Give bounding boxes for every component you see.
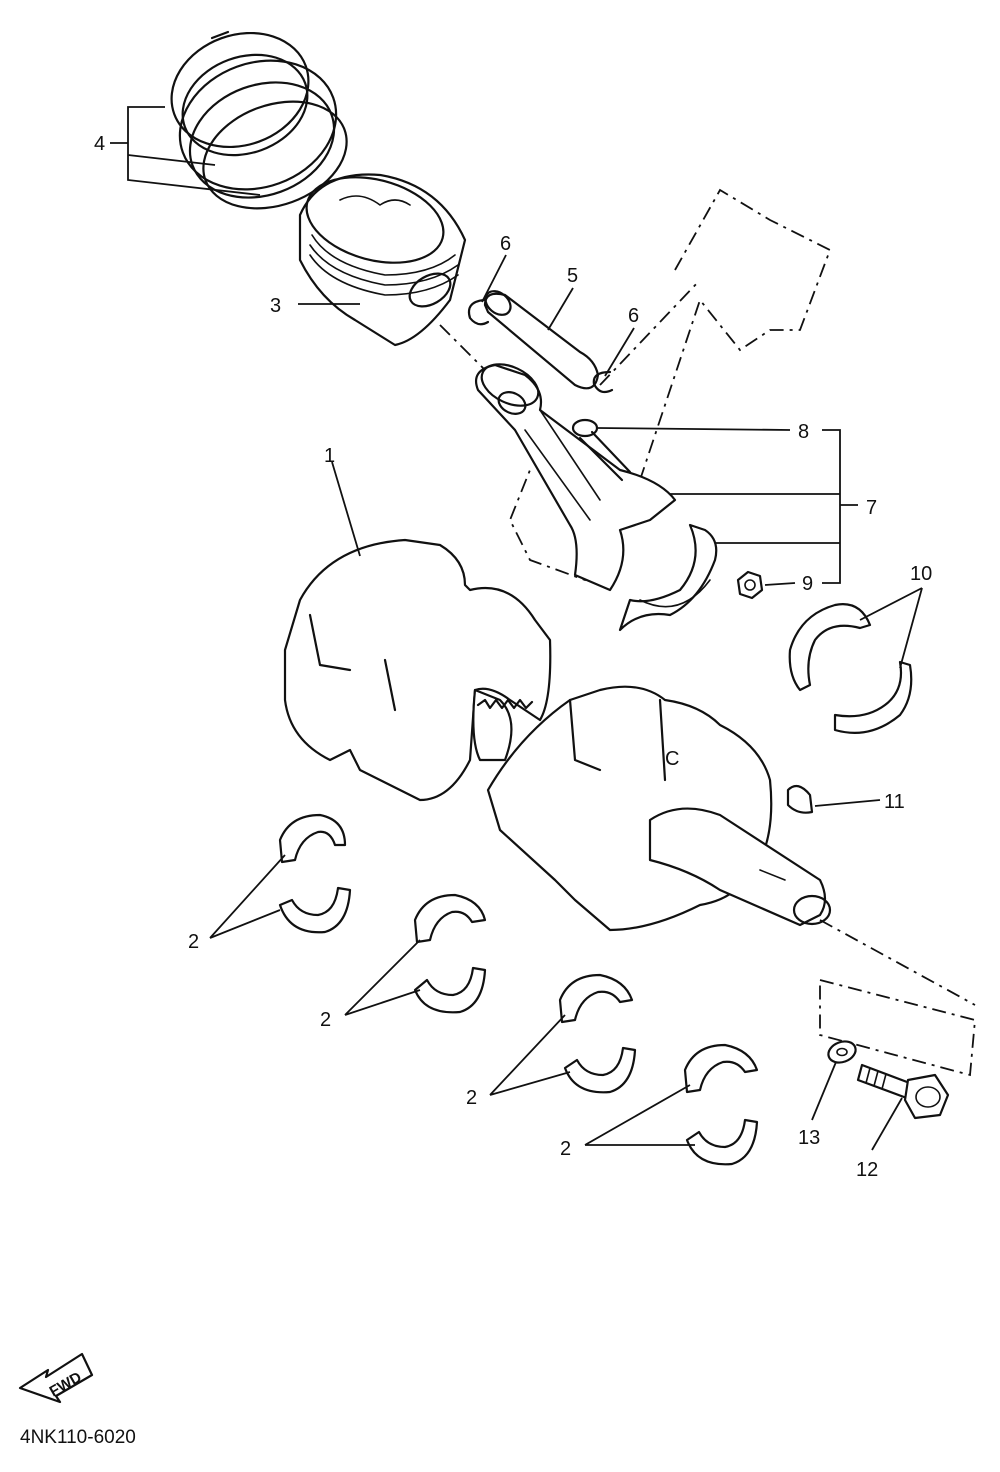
callout-3: 3 (270, 295, 281, 317)
diagram-code: 4NK110-6020 (20, 1427, 136, 1448)
crankshaft: C (283, 538, 832, 932)
callout-4: 4 (94, 133, 105, 155)
main-bearing-set-c (558, 973, 637, 1094)
crankshaft-bolt (856, 1063, 950, 1120)
washer (827, 1040, 857, 1064)
svg-text:C: C (665, 748, 679, 770)
piston (298, 173, 467, 347)
fwd-arrow-icon: FWD (18, 1352, 94, 1404)
circlip-6-left (467, 298, 490, 326)
crank-bolt-washer-box (819, 978, 976, 1077)
callout-2b: 2 (320, 1009, 331, 1031)
leader-lines (110, 106, 923, 1151)
main-bearing-set-b (413, 893, 487, 1014)
callout-5: 5 (567, 265, 578, 287)
callout-2c: 2 (466, 1087, 477, 1109)
callout-6b: 6 (628, 305, 639, 327)
circlip-6-right (592, 370, 614, 394)
callout-2a: 2 (188, 931, 199, 953)
callout-8: 8 (798, 421, 809, 443)
crankcase-outline (509, 188, 832, 582)
callout-6a: 6 (500, 233, 511, 255)
woodruff-key (786, 784, 814, 814)
big-end-bearings (788, 603, 913, 734)
main-bearing-set-d (683, 1043, 759, 1166)
piston-pin (483, 290, 600, 390)
callout-12: 12 (856, 1159, 878, 1181)
callout-1: 1 (324, 445, 335, 467)
callout-9: 9 (802, 573, 813, 595)
rod-bolt (571, 418, 632, 482)
callout-7: 7 (866, 497, 877, 519)
callout-2d: 2 (560, 1138, 571, 1160)
callout-13: 13 (798, 1127, 820, 1149)
main-bearing-set-a (278, 813, 352, 934)
connecting-rod (474, 363, 718, 632)
callout-10: 10 (910, 563, 932, 585)
piston-rings (170, 30, 348, 210)
callout-11: 11 (884, 791, 905, 813)
rod-nut (736, 570, 764, 600)
